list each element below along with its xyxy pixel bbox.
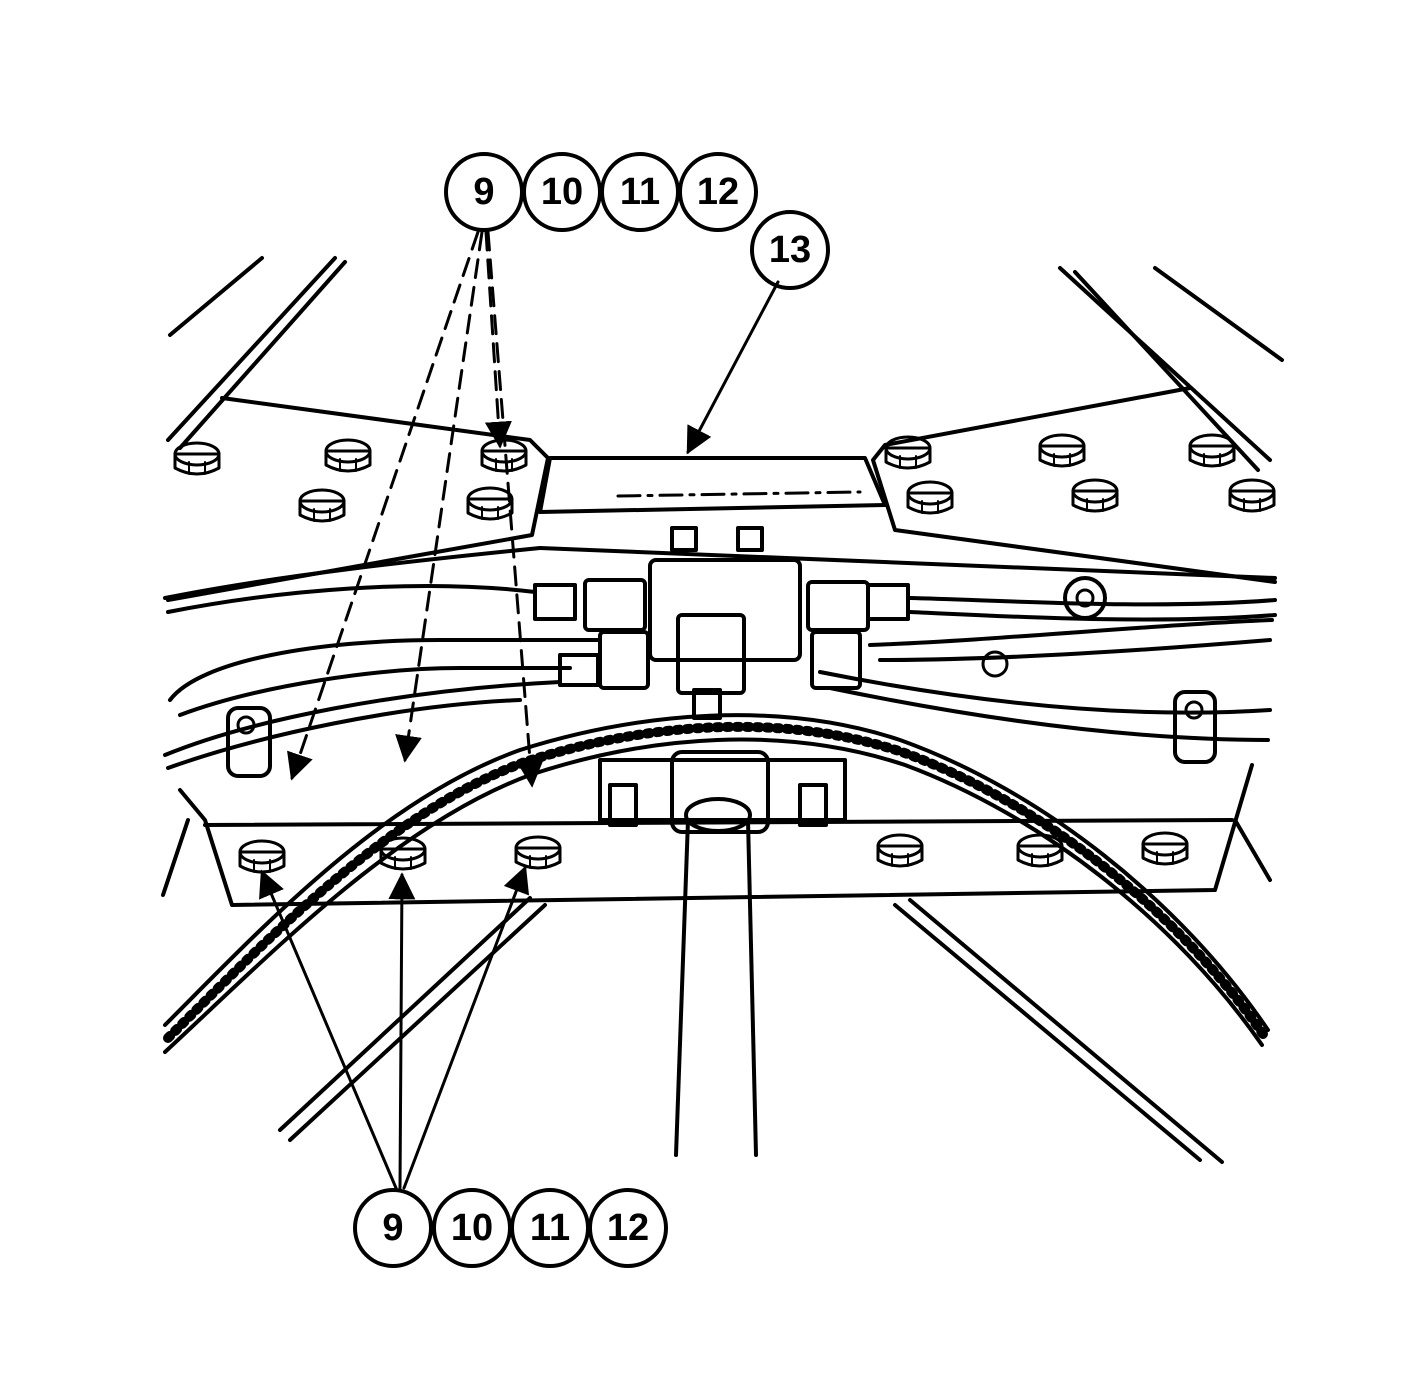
callout-10-top: 10 xyxy=(522,152,602,232)
callout-13: 13 xyxy=(750,210,830,290)
svg-text:10: 10 xyxy=(451,1207,493,1249)
svg-text:11: 11 xyxy=(530,1207,570,1249)
svg-text:10: 10 xyxy=(541,171,583,213)
shaft-bracket xyxy=(598,750,847,1157)
callout-12-top: 12 xyxy=(678,152,758,232)
callout-9-top: 9 xyxy=(444,152,524,232)
svg-text:12: 12 xyxy=(607,1207,649,1249)
leader-lines xyxy=(259,230,780,1190)
svg-text:9: 9 xyxy=(473,171,494,213)
callout-12-bottom: 12 xyxy=(588,1188,668,1268)
callout-10-bottom: 10 xyxy=(432,1188,512,1268)
svg-text:13: 13 xyxy=(769,229,811,271)
svg-text:9: 9 xyxy=(382,1207,403,1249)
hose-clamps xyxy=(226,690,1217,778)
svg-text:12: 12 xyxy=(697,171,739,213)
valve-assembly xyxy=(533,526,1107,720)
callout-9-bottom: 9 xyxy=(353,1188,433,1268)
mounting-plates xyxy=(166,386,1277,907)
callout-11-top: 11 xyxy=(600,152,680,232)
air-lines xyxy=(163,546,1277,770)
callout-11-bottom: 11 xyxy=(510,1188,590,1268)
svg-text:11: 11 xyxy=(620,171,660,213)
braided-cable xyxy=(163,713,1270,1054)
